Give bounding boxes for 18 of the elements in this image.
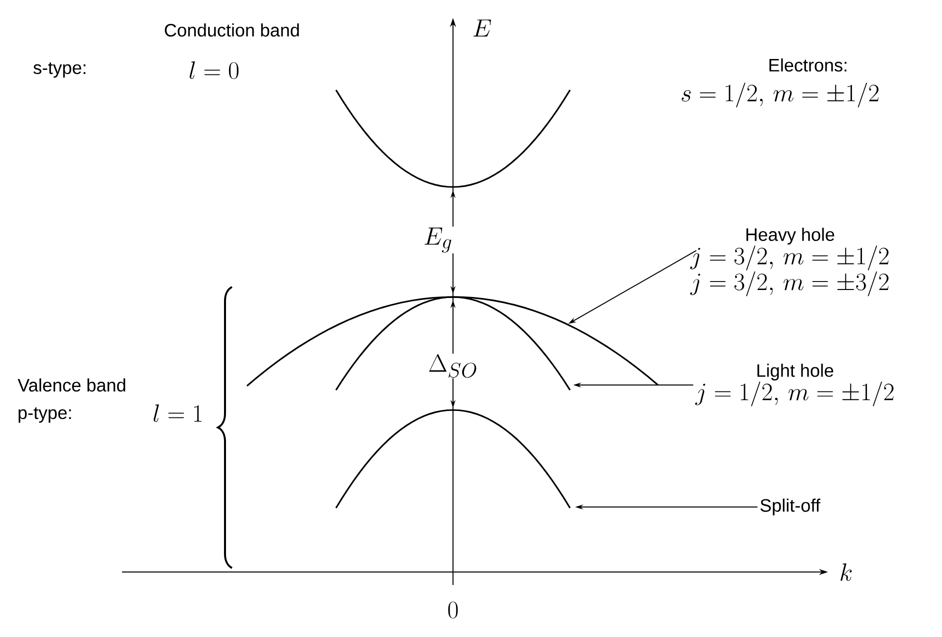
band-curve bbox=[335, 409, 571, 508]
band-curve bbox=[246, 296, 659, 386]
math-label: $\Delta_{SO}$ bbox=[427, 354, 479, 378]
math-label: $0$ bbox=[446, 601, 460, 620]
label-text: Electrons: bbox=[767, 57, 850, 73]
label-text: Conduction band bbox=[162, 22, 302, 38]
math-label: $l = 0$ bbox=[188, 60, 240, 80]
band-label: Split-off bbox=[760, 498, 820, 516]
label-text: Valence band bbox=[16, 377, 128, 393]
math-label: $l = 1$ bbox=[152, 403, 204, 423]
math-label: $E$ bbox=[471, 18, 493, 38]
math-label: $k$ bbox=[838, 562, 854, 582]
band-label: Light hole $j = 1/2,\, m = \pm 1/2$ bbox=[695, 364, 894, 406]
label-text: p-type: bbox=[16, 406, 74, 424]
math-label: $s = 1/2,\, m = \pm 1/2$ bbox=[679, 82, 881, 108]
math-label: $E_g$ bbox=[422, 226, 454, 254]
band-label: Heavy hole $j = 3/2,\, m = \pm 1/2$ $j = 3/2,\, m = \pm 3/2$ bbox=[690, 228, 888, 296]
label-text: s-type: bbox=[32, 61, 88, 79]
